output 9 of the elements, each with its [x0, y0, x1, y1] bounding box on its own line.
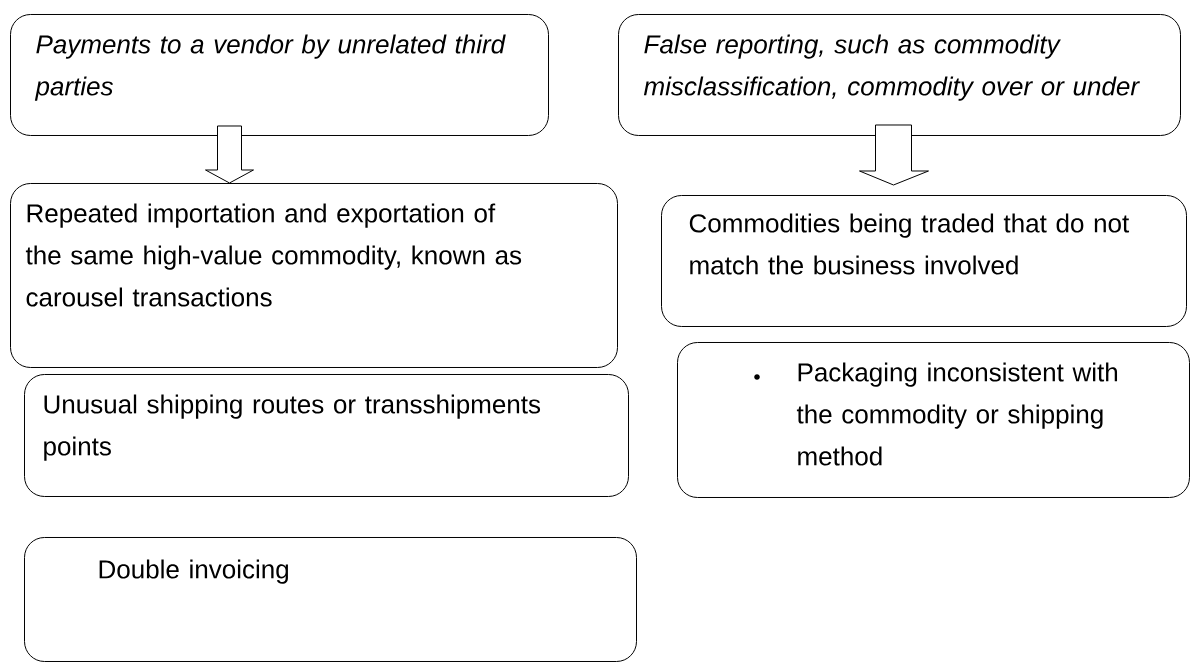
text-box: Packaging inconsistent with the commodity or shipping method — [677, 342, 1190, 498]
text-box: Double invoicing — [24, 537, 637, 662]
text-box: Repeated importation and exportation of the same high-value commodity, known as carousel transactions — [10, 183, 618, 368]
text-box: False reporting, such as commodity misclassification, commodity over or under — [618, 14, 1181, 136]
text-box: Payments to a vendor by unrelated third parties — [10, 14, 549, 136]
block-arrow — [859, 124, 929, 186]
text-box: Commodities being traded that do not match the business involved — [661, 195, 1187, 327]
text-box: Unusual shipping routes or transshipments points — [24, 374, 629, 497]
block-arrow — [205, 125, 254, 184]
